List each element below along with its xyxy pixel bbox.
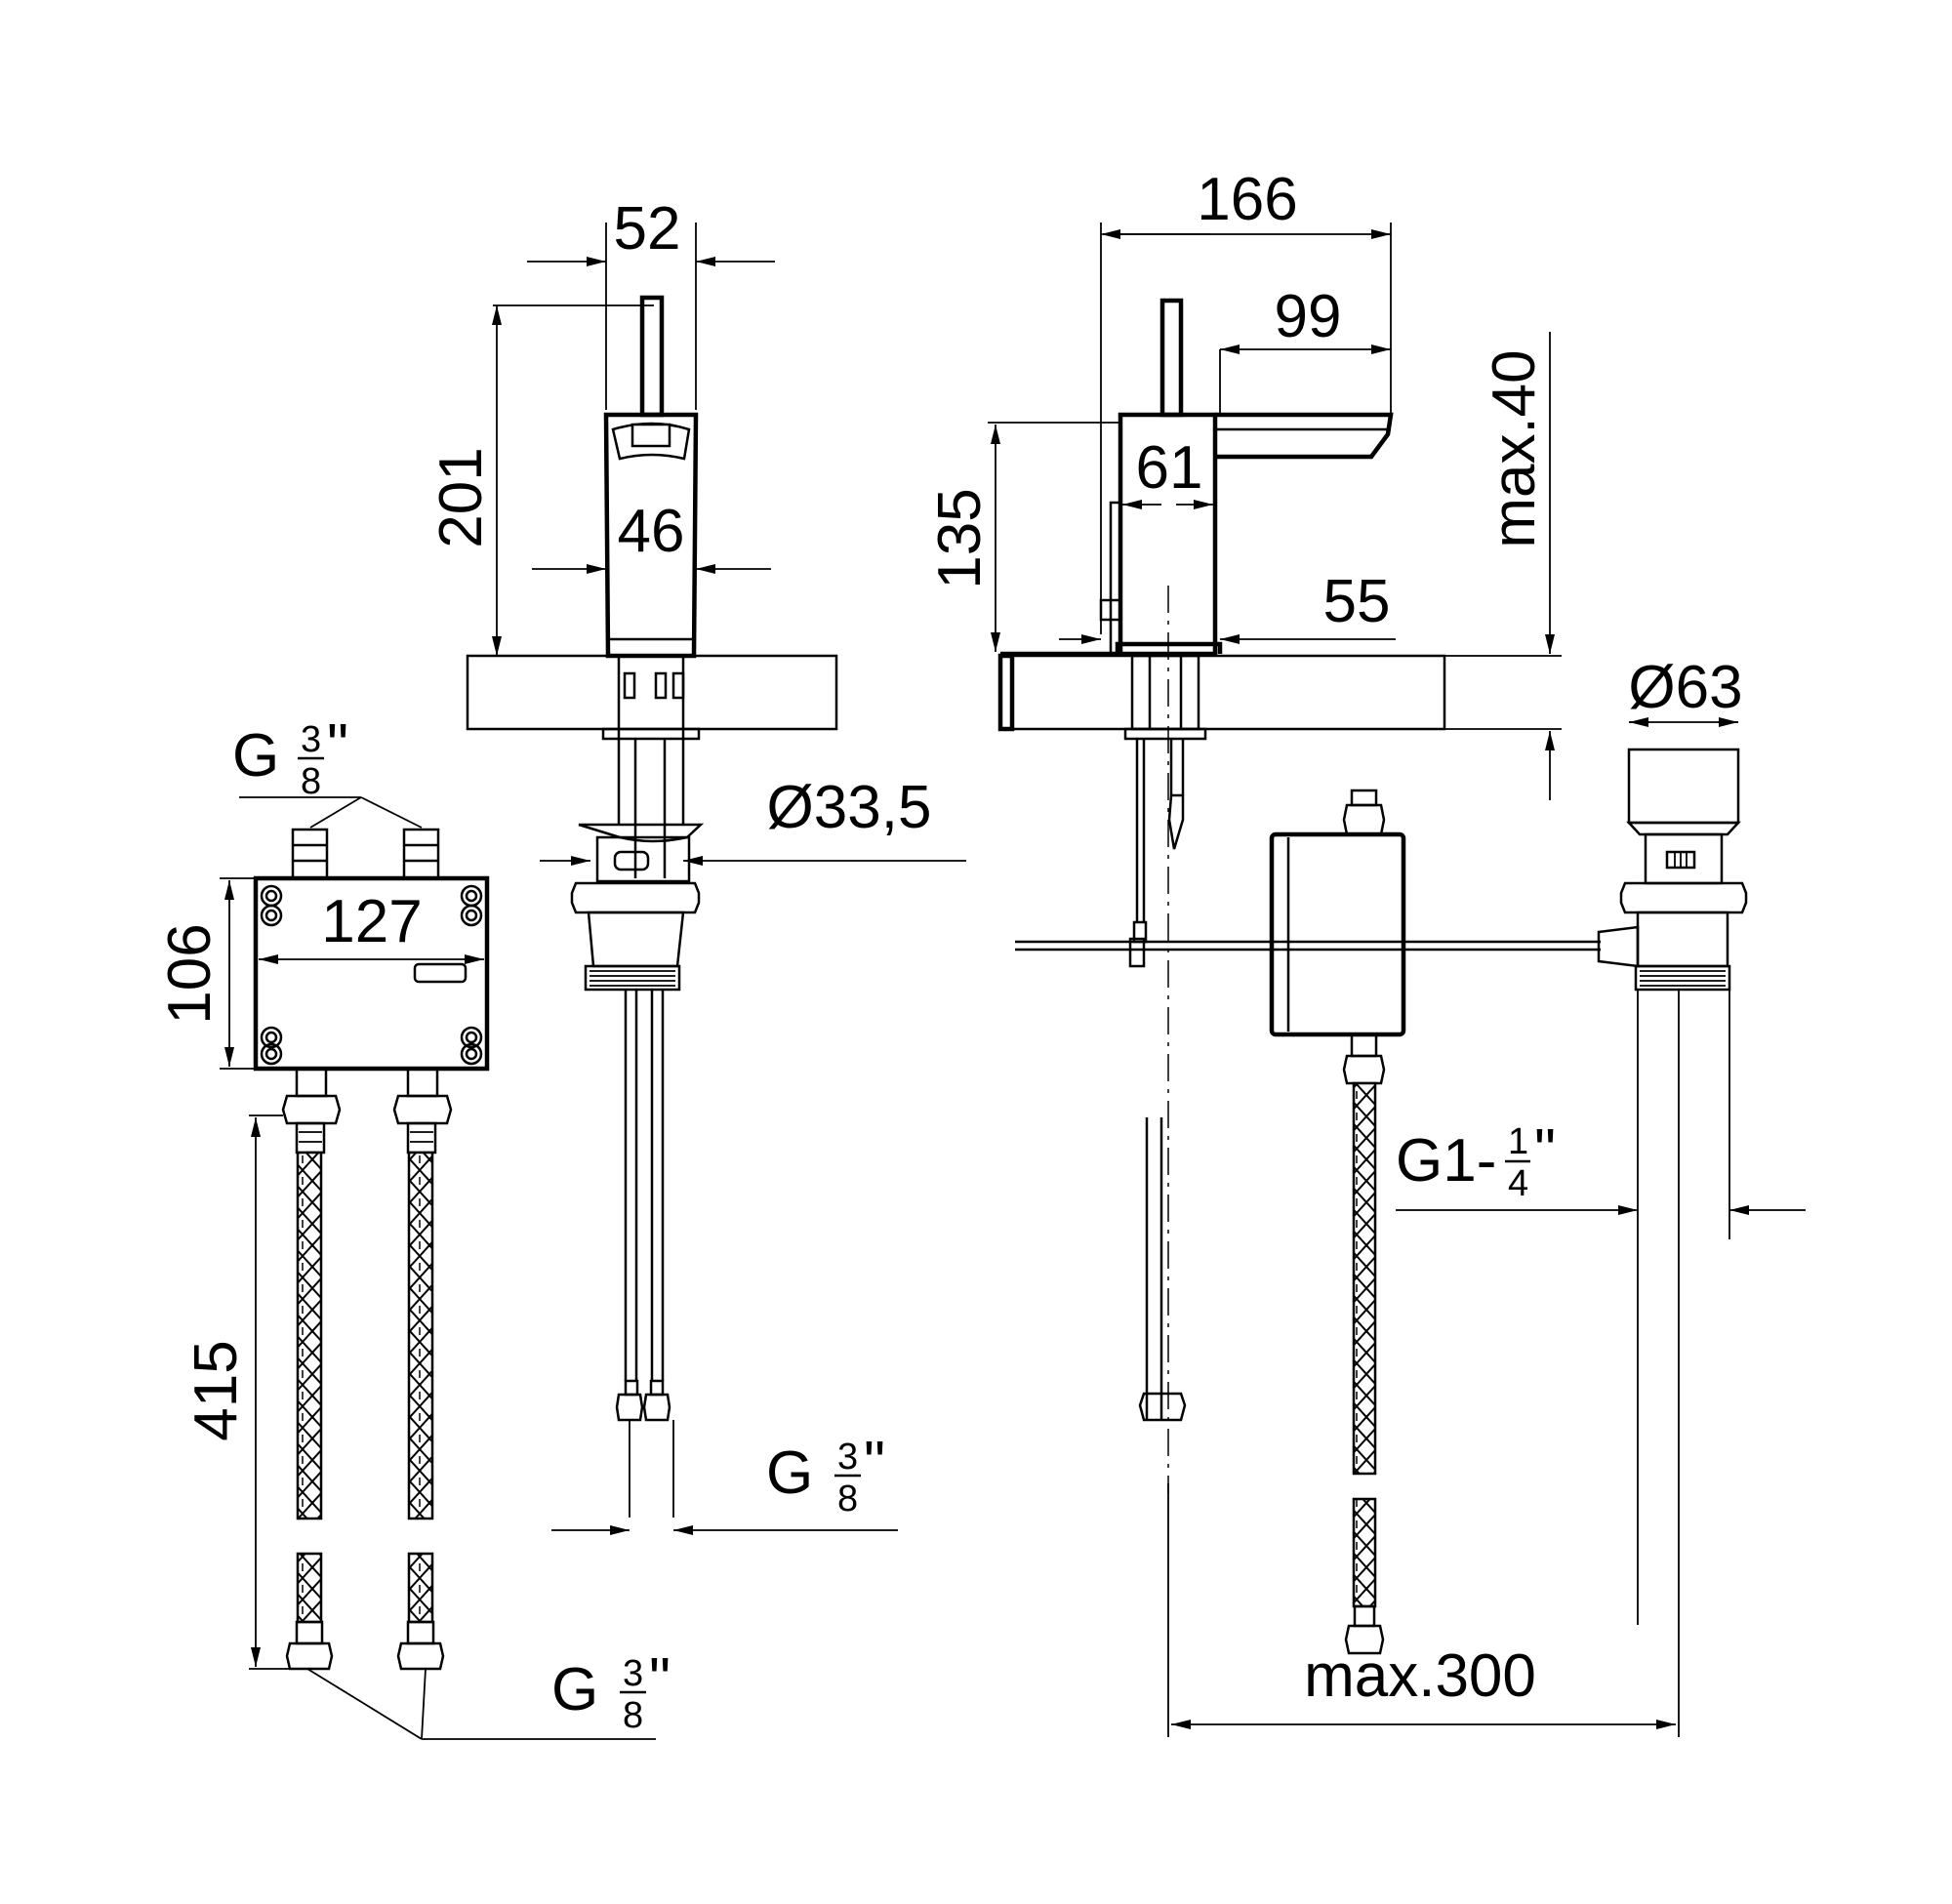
side-rod-tip bbox=[1167, 793, 1185, 850]
hex-nut-icon bbox=[615, 1393, 644, 1422]
thread-g: G bbox=[766, 1439, 813, 1507]
dim-99: 99 bbox=[1275, 283, 1342, 350]
frac-den: 8 bbox=[837, 1479, 858, 1519]
drain-nut bbox=[1619, 881, 1748, 914]
inlet-fitting-right bbox=[402, 828, 440, 880]
thread-label-front: G 3 8 " bbox=[766, 1430, 885, 1519]
inlet-fitting-left bbox=[291, 828, 329, 880]
control-box bbox=[253, 828, 490, 1671]
dim-d63: Ø63 bbox=[1628, 654, 1742, 721]
braided-hose-icon bbox=[296, 1552, 323, 1624]
frac-num: 1 bbox=[1508, 1121, 1528, 1162]
hex-nut-icon bbox=[642, 1393, 671, 1422]
front-drain-thread bbox=[584, 964, 681, 992]
dim-201: 201 bbox=[427, 447, 495, 547]
side-view bbox=[997, 298, 1748, 1655]
dim-33-5: Ø33,5 bbox=[767, 774, 932, 841]
side-spout-arm bbox=[1215, 412, 1394, 460]
side-deck-plate bbox=[998, 654, 1446, 731]
frac-num: 3 bbox=[623, 1653, 643, 1694]
dim-135: 135 bbox=[926, 488, 994, 588]
inch-mark: " bbox=[1534, 1117, 1556, 1185]
front-drain-body bbox=[595, 835, 691, 883]
thread-label-box-bottom: G 3 8 " bbox=[551, 1646, 671, 1736]
control-box-body bbox=[253, 875, 490, 1072]
front-view bbox=[466, 295, 838, 1518]
dim-55: 55 bbox=[1323, 568, 1391, 635]
dim-46: 46 bbox=[618, 498, 685, 565]
side-base-plate bbox=[1000, 641, 1223, 657]
side-lever-stem bbox=[1159, 298, 1184, 418]
hex-nut-icon bbox=[1342, 1054, 1386, 1085]
braided-hose-icon bbox=[1352, 1497, 1377, 1608]
control-box-dimensions: G 3 8 " 127 106 415 G 3 8 " bbox=[156, 712, 671, 1740]
drain-pop-up-cap bbox=[1627, 748, 1740, 825]
inch-mark: " bbox=[327, 712, 348, 780]
hex-nut-icon bbox=[1344, 1624, 1385, 1655]
thread-label-box-top: G 3 8 " bbox=[232, 712, 348, 802]
front-deck-plate bbox=[466, 654, 838, 731]
braided-hose-icon bbox=[1352, 1081, 1377, 1476]
side-mount-flange bbox=[1123, 727, 1207, 741]
dim-415: 415 bbox=[183, 1340, 250, 1440]
dim-max-40: max.40 bbox=[1481, 349, 1548, 547]
hex-nut-icon bbox=[1342, 803, 1386, 836]
dim-166: 166 bbox=[1197, 166, 1297, 233]
dim-106: 106 bbox=[156, 923, 224, 1024]
front-drain-nut bbox=[570, 881, 701, 914]
mixing-box bbox=[1269, 831, 1406, 1037]
dim-127: 127 bbox=[321, 888, 422, 955]
frac-den: 4 bbox=[1508, 1163, 1528, 1204]
drain-thread bbox=[1634, 964, 1731, 992]
frac-num: 3 bbox=[301, 719, 321, 760]
thread-g1: G1- bbox=[1396, 1127, 1496, 1195]
frac-den: 8 bbox=[623, 1695, 643, 1736]
braided-hose-icon bbox=[407, 1151, 434, 1520]
front-mount-flange bbox=[601, 727, 701, 741]
dim-61: 61 bbox=[1136, 434, 1203, 502]
hex-nut-icon bbox=[396, 1641, 445, 1671]
braided-hose-icon bbox=[407, 1552, 434, 1624]
hex-nut-icon bbox=[285, 1641, 334, 1671]
frac-num: 3 bbox=[837, 1437, 858, 1478]
side-dimensions: 166 99 61 135 55 max.40 Ø63 G1- bbox=[926, 166, 1806, 1737]
braided-hose-icon bbox=[296, 1151, 323, 1520]
inch-mark: " bbox=[649, 1646, 671, 1714]
drain-side-connector bbox=[1597, 925, 1640, 968]
hex-nut-icon bbox=[1138, 1392, 1187, 1422]
front-dimensions: 52 201 46 Ø33,5 G 3 8 " bbox=[427, 195, 966, 1535]
thread-g: G bbox=[232, 722, 279, 790]
front-handle-cap bbox=[630, 423, 671, 448]
thread-g: G bbox=[551, 1656, 598, 1723]
hex-nut-icon bbox=[392, 1094, 453, 1125]
inch-mark: " bbox=[864, 1430, 885, 1497]
hex-nut-icon bbox=[281, 1094, 342, 1125]
frac-den: 8 bbox=[301, 761, 321, 802]
thread-label-drain: G1- 1 4 " bbox=[1396, 1117, 1556, 1204]
dim-52: 52 bbox=[614, 195, 681, 263]
dim-max-300: max.300 bbox=[1304, 1642, 1536, 1710]
front-lever-stem bbox=[639, 295, 665, 418]
